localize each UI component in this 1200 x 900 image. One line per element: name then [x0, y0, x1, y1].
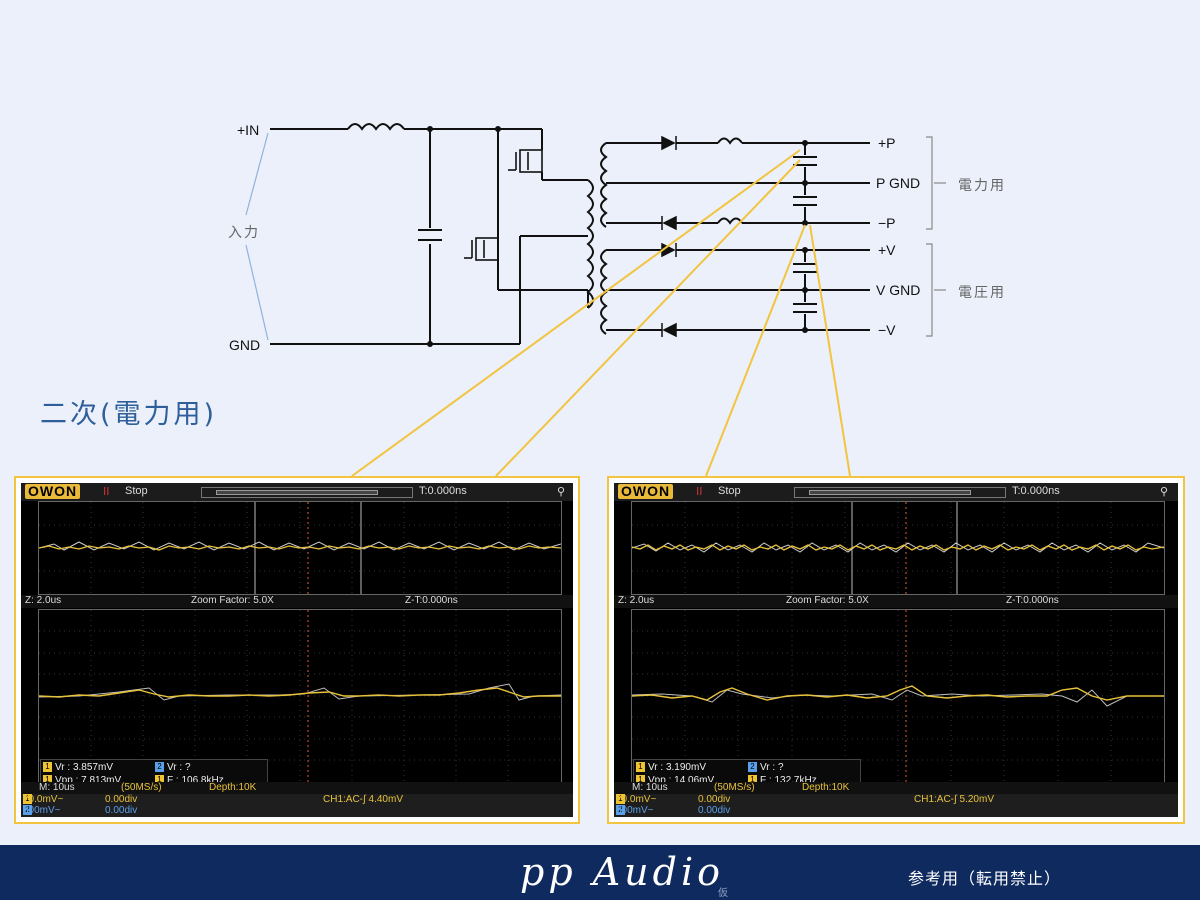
brand-logo: pp Audio [520, 850, 725, 894]
run-indicator: II [103, 485, 110, 498]
zoom-factor: Zoom Factor: 5.0X [191, 595, 274, 606]
owon-logo: OWON [618, 484, 674, 499]
run-state: Stop [125, 485, 148, 497]
sample-rate: (50MS/s) [121, 782, 162, 793]
zoom-row: Z: 2.0us Zoom Factor: 5.0X Z-T:0.000ns [614, 595, 1178, 608]
ch1-badge: 1 [43, 775, 52, 786]
ch2-badge: 2 [748, 762, 757, 773]
zoom-factor: Zoom Factor: 5.0X [786, 595, 869, 606]
scope-left: OWON II Stop T:0.000ns ⚲ [14, 476, 580, 824]
label-power-group: 電力用 [958, 178, 1006, 194]
zoom-t: Z-T:0.000ns [1006, 595, 1059, 606]
trigger-info: CH1:AC-∫ 5.20mV [914, 794, 994, 805]
zoom-time: Z: 2.0us [618, 595, 655, 606]
label-gnd-in: GND [229, 337, 261, 353]
ch1-offset: 0.00div [698, 794, 731, 805]
label-minus-p: −P [878, 215, 896, 231]
timebase: M: 10us [39, 782, 75, 793]
trigger-time: T:0.000ns [1012, 485, 1060, 497]
scope-topbar: OWON II Stop T:0.000ns ⚲ [614, 483, 1178, 501]
label-plus-v: +V [878, 242, 896, 258]
scope-right: OWON II Stop T:0.000ns ⚲ [607, 476, 1185, 824]
ch1-badge: 1 [43, 762, 52, 773]
ch2-offset: 0.00div [105, 805, 138, 816]
timebase: M: 10us [632, 782, 668, 793]
label-plus-p: +P [878, 135, 896, 151]
zoom-t: Z-T:0.000ns [405, 595, 458, 606]
timebase-bar [794, 487, 1006, 498]
label-v-gnd: V GND [876, 282, 921, 298]
label-voltage-group: 電圧用 [958, 285, 1006, 301]
footer-bar [0, 845, 1200, 900]
overview-grid [38, 501, 562, 595]
status-row: M: 10us (50MS/s) Depth:10K [614, 782, 1178, 794]
label-plus-in: +IN [237, 122, 260, 138]
zoom-row: Z: 2.0us Zoom Factor: 5.0X Z-T:0.000ns [21, 595, 573, 608]
label-p-gnd: P GND [876, 175, 921, 191]
zoom-grid [631, 609, 1165, 783]
ch2-badge: 2 [155, 762, 164, 773]
run-state: Stop [718, 485, 741, 497]
run-indicator: II [696, 485, 703, 498]
scope-screen: OWON II Stop T:0.000ns ⚲ [21, 483, 573, 817]
ch1-badge: 1 [636, 775, 645, 786]
overview-grid [631, 501, 1165, 595]
scope-topbar: OWON II Stop T:0.000ns ⚲ [21, 483, 573, 501]
scope-screen: OWON II Stop T:0.000ns ⚲ [614, 483, 1178, 817]
depth: Depth:10K [802, 782, 850, 793]
ch1-badge: 1 [748, 775, 757, 786]
zoom-grid [38, 609, 562, 783]
usb-icon: ⚲ [557, 485, 566, 498]
sample-rate: (50MS/s) [714, 782, 755, 793]
ch1-offset: 0.00div [105, 794, 138, 805]
footer-note: 参考用（転用禁止） [908, 869, 1062, 888]
brand-sub: 仮 [718, 888, 728, 899]
zoom-time: Z: 2.0us [25, 595, 62, 606]
ch2-offset: 0.00div [698, 805, 731, 816]
ch1-badge: 1 [636, 762, 645, 773]
label-minus-v: −V [878, 322, 896, 338]
trigger-info: CH1:AC-∫ 4.40mV [323, 794, 403, 805]
depth: Depth:10K [209, 782, 257, 793]
section-title: 二次(電力用) [40, 399, 218, 430]
ch1-badge: 1 [155, 775, 164, 786]
timebase-bar [201, 487, 413, 498]
trigger-time: T:0.000ns [419, 485, 467, 497]
status-row: M: 10us (50MS/s) Depth:10K [21, 782, 573, 794]
usb-icon: ⚲ [1160, 485, 1169, 498]
label-input-group: 入力 [228, 225, 260, 241]
owon-logo: OWON [25, 484, 81, 499]
